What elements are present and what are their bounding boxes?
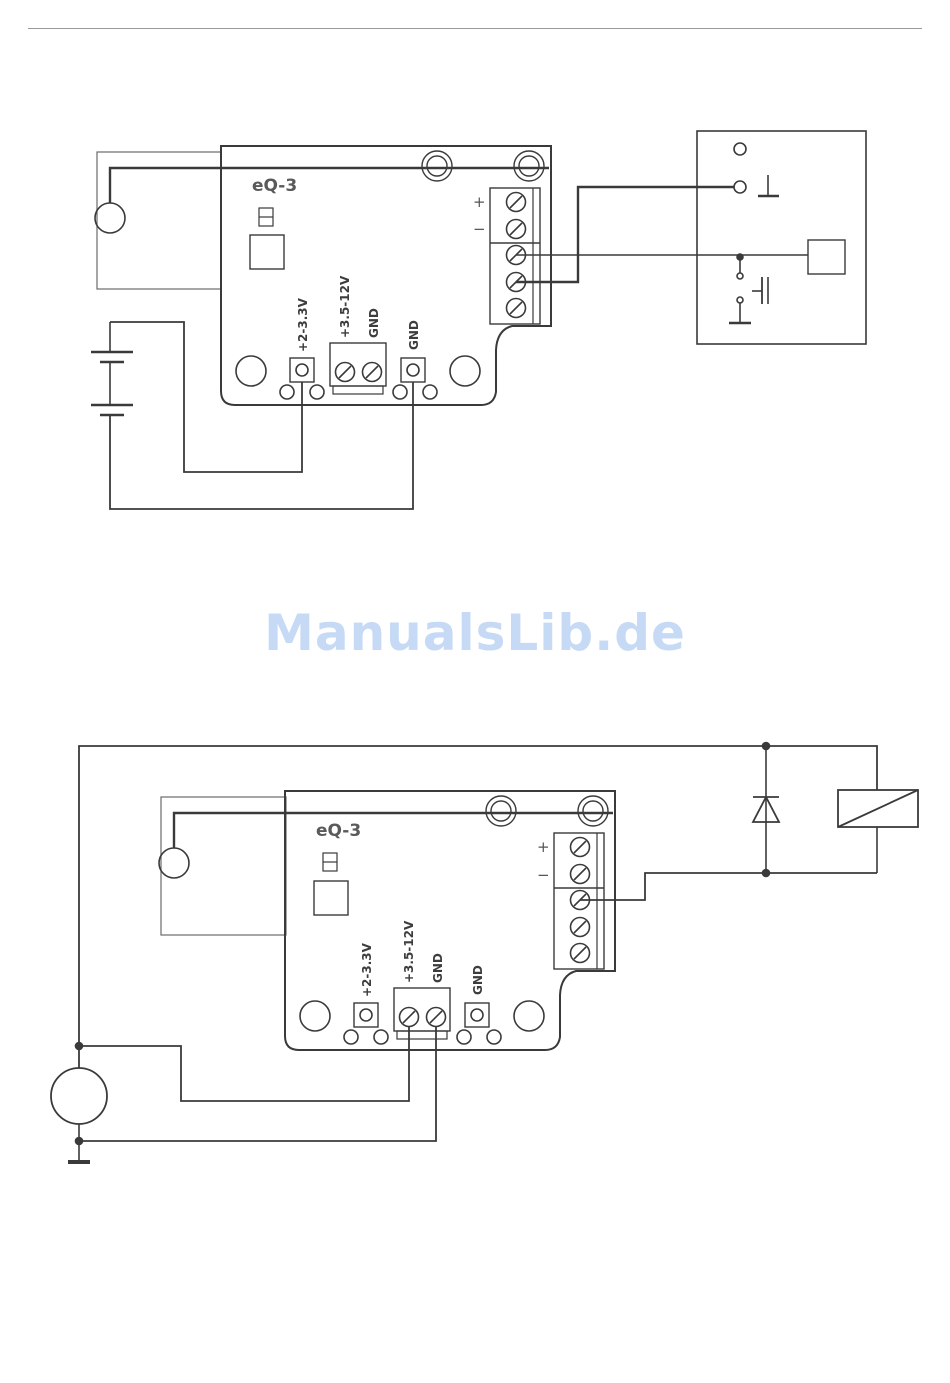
terminal-plus-label: + bbox=[537, 838, 550, 856]
label-v1: +2-3.3V bbox=[296, 297, 310, 352]
mounting-hole bbox=[578, 796, 608, 826]
external-device-box bbox=[697, 131, 866, 344]
mounting-hole bbox=[300, 1001, 330, 1031]
label-gnd-1: GND bbox=[431, 953, 445, 983]
mounting-hole bbox=[236, 356, 266, 386]
mounting-hole bbox=[450, 356, 480, 386]
power-source bbox=[51, 1068, 107, 1124]
wire-v2 bbox=[79, 1027, 409, 1101]
button-component bbox=[250, 235, 284, 269]
label-v1: +2-3.3V bbox=[360, 942, 374, 997]
mounting-hole bbox=[514, 151, 544, 181]
battery-wire-plus bbox=[110, 322, 302, 472]
diagram-2 bbox=[51, 743, 918, 1163]
mounting-hole bbox=[486, 796, 516, 826]
button-component bbox=[314, 881, 348, 915]
label-gnd-1: GND bbox=[367, 308, 381, 338]
supply-wire bbox=[79, 746, 877, 1068]
terminal-minus-label: − bbox=[537, 866, 550, 884]
sensor-circle-1 bbox=[95, 203, 125, 233]
mounting-hole bbox=[514, 1001, 544, 1031]
watermark: ManualsLib.de bbox=[0, 604, 950, 662]
battery-wire-gnd bbox=[110, 382, 413, 509]
pad-gnd-1 bbox=[401, 358, 425, 382]
pad-gnd-2 bbox=[465, 1003, 489, 1027]
relay-wire bbox=[580, 873, 877, 900]
sensor-circle-2 bbox=[159, 848, 189, 878]
label-v2: +3.5-12V bbox=[402, 920, 416, 983]
terminal-plus-label: + bbox=[473, 193, 486, 211]
pad-v1-1 bbox=[290, 358, 314, 382]
switch-wire bbox=[516, 187, 734, 282]
label-v2: +3.5-12V bbox=[338, 275, 352, 338]
brand-logo-2: eQ-3 bbox=[316, 821, 361, 841]
diagram-1 bbox=[91, 131, 866, 509]
pad-v1-2 bbox=[354, 1003, 378, 1027]
label-gnd-2: GND bbox=[471, 965, 485, 995]
sensor-box-2 bbox=[161, 797, 286, 935]
terminal-minus-label: − bbox=[473, 220, 486, 238]
external-module bbox=[808, 240, 845, 274]
sensor-box-1 bbox=[97, 152, 221, 289]
brand-logo-1: eQ-3 bbox=[252, 176, 297, 196]
mounting-hole bbox=[422, 151, 452, 181]
label-gnd-2: GND bbox=[407, 320, 421, 350]
